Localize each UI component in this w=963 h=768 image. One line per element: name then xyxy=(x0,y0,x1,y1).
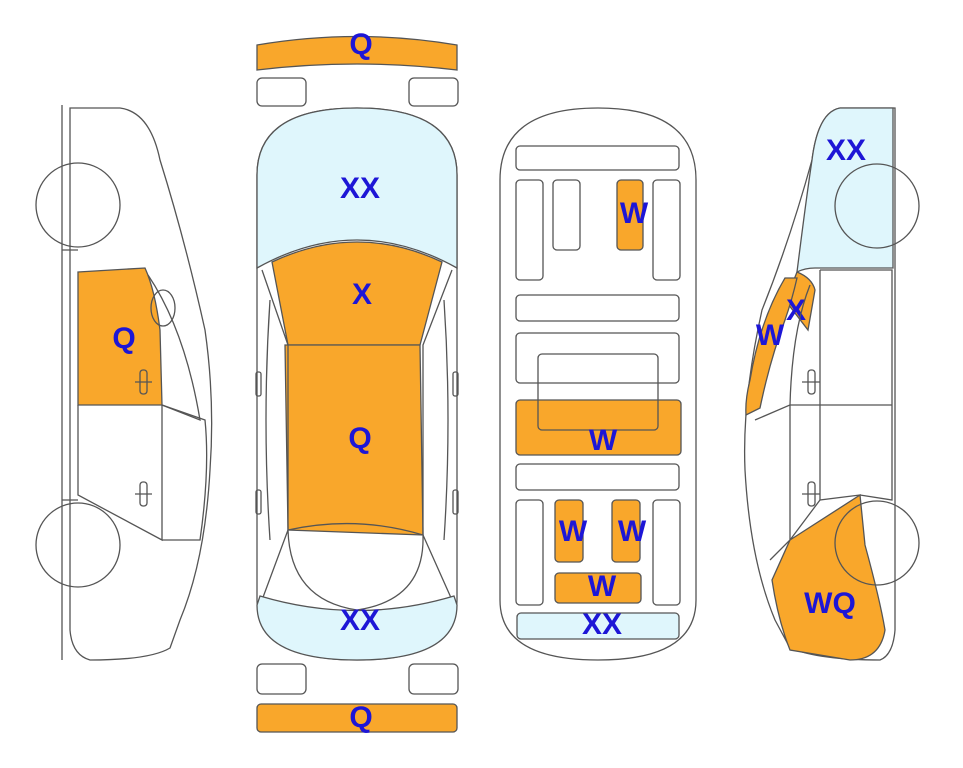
interior-rear-bench-damage xyxy=(554,572,642,604)
right-side-view: XX X W WQ xyxy=(743,107,920,661)
label-interior-rear-left: W xyxy=(559,515,588,548)
label-right-rear-quarter: WQ xyxy=(804,587,856,620)
label-hood: X xyxy=(352,278,372,311)
interior-trunk-glass xyxy=(516,612,680,640)
left-side-view: Q xyxy=(35,105,213,661)
windshield-glass xyxy=(256,107,458,270)
label-rear-window: XX xyxy=(340,604,380,637)
label-right-fender: W xyxy=(756,319,785,352)
rear-window-glass xyxy=(256,595,458,661)
label-interior-rear-right: W xyxy=(618,515,647,548)
interior-rear-left-damage xyxy=(554,499,584,563)
label-front-bumper: Q xyxy=(349,28,372,61)
label-right-windshield: XX xyxy=(826,134,866,167)
front-bumper-damage xyxy=(256,35,458,71)
left-rear-wheel xyxy=(35,502,121,588)
interior-front-seat-damage xyxy=(515,399,682,456)
right-rear-quarter-damage xyxy=(771,493,886,661)
interior-view: W W W W W XX xyxy=(499,107,697,661)
top-view: Q XX X Q XX Q xyxy=(255,28,459,734)
label-interior-rear-seat: W xyxy=(620,197,649,230)
label-interior-trunk: XX xyxy=(582,608,622,641)
label-interior-front-seat: W xyxy=(589,424,618,457)
right-windshield-glass xyxy=(796,107,894,274)
right-fender-damage xyxy=(745,277,798,417)
left-front-wheel xyxy=(35,162,121,248)
rear-bumper-damage xyxy=(256,703,458,733)
hood-damage xyxy=(271,241,443,346)
interior-rear-seat-damage xyxy=(616,179,644,251)
label-rear-bumper: Q xyxy=(349,701,372,734)
label-left-front-door: Q xyxy=(112,322,135,355)
label-interior-rear-bench: W xyxy=(588,570,617,603)
label-windshield: XX xyxy=(340,172,380,205)
label-roof: Q xyxy=(348,422,371,455)
right-front-wheel xyxy=(834,163,920,249)
right-rear-wheel xyxy=(834,500,920,586)
label-right-pillar: X xyxy=(786,294,806,327)
interior-rear-right-damage xyxy=(611,499,641,563)
